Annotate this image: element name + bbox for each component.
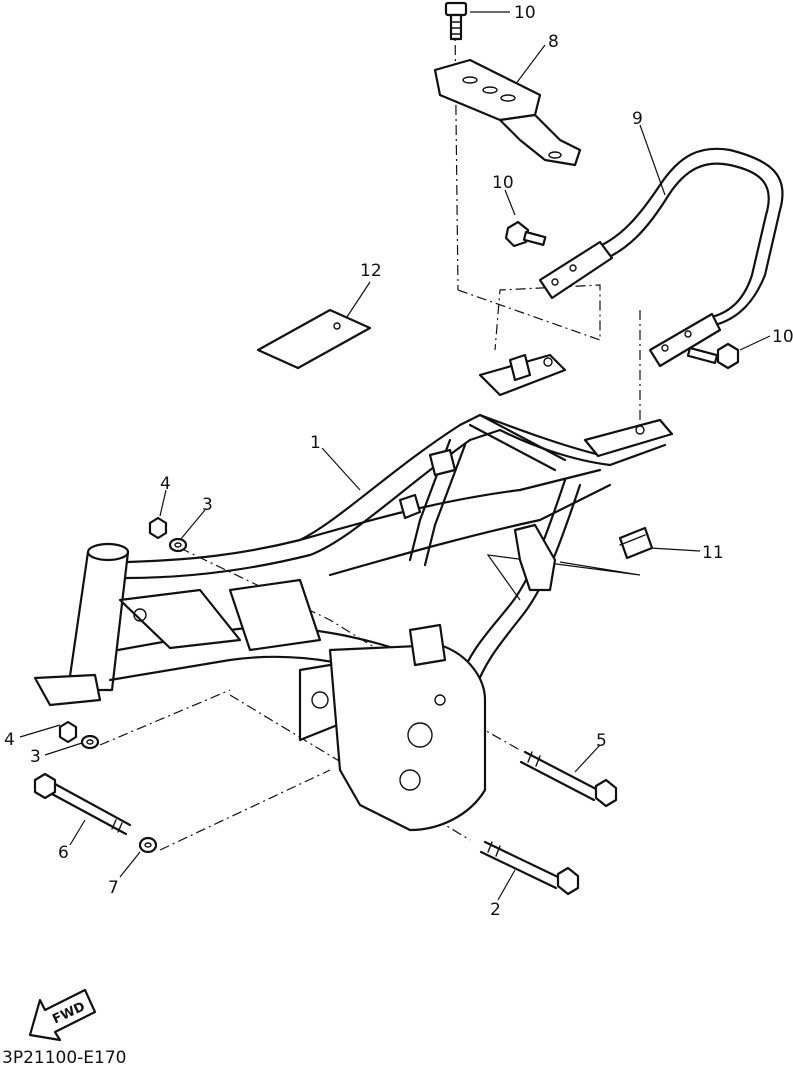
callout-2: 2: [490, 900, 501, 920]
callout-11: 11: [702, 543, 724, 563]
washer-7: [138, 836, 158, 854]
callouts: 10 8 9 10 10 12 1 4 3 11 4 3 5 6 7 2: [4, 3, 793, 920]
nut-4-upper: [148, 516, 168, 540]
callout-3-upper: 3: [202, 495, 213, 515]
callout-7: 7: [108, 878, 119, 898]
callout-10-mid: 10: [492, 173, 514, 193]
main-frame-1: [33, 353, 674, 832]
fwd-arrow: FWD: [28, 988, 97, 1042]
callout-12: 12: [360, 261, 382, 281]
callout-4-upper: 4: [160, 474, 171, 494]
cap-11: [618, 526, 654, 560]
bolt-2: [479, 840, 580, 896]
grab-rail-9: [538, 147, 784, 368]
callout-3-lower: 3: [30, 747, 41, 767]
bolt-10-top: [444, 1, 468, 41]
callout-5: 5: [596, 731, 607, 751]
bolt-6: [33, 772, 132, 836]
washer-3-lower: [80, 734, 100, 750]
leader-lines: [19, 11, 771, 901]
callout-6: 6: [58, 843, 69, 863]
callout-10-right: 10: [772, 327, 793, 347]
callout-10-top: 10: [514, 3, 536, 23]
bracket-8: [433, 58, 582, 167]
callout-8: 8: [548, 32, 559, 52]
callout-4-lower: 4: [4, 730, 15, 750]
bolt-10-mid: [504, 220, 547, 248]
label-12: [256, 308, 372, 370]
callout-9: 9: [632, 109, 643, 129]
nut-4-lower: [58, 720, 78, 744]
bolt-5: [519, 750, 618, 808]
diagram-code: 3P21100-E170: [2, 1048, 126, 1068]
callout-1: 1: [310, 433, 321, 453]
bolt-10-right: [686, 342, 740, 370]
washer-3-upper: [168, 537, 188, 553]
